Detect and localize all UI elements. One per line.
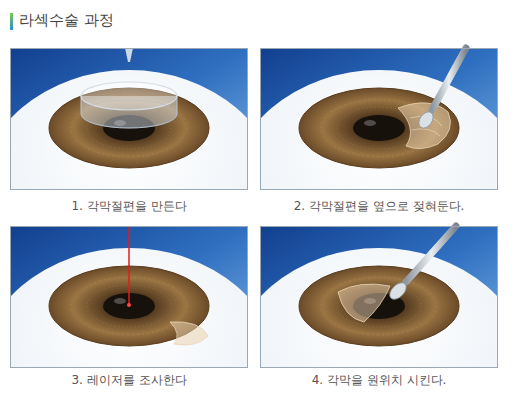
step-caption: 4. 각막을 원위치 시킨다.: [260, 372, 498, 388]
step-caption: 3. 레이저를 조사한다: [10, 372, 248, 388]
step-panel: 4. 각막을 원위치 시킨다.: [260, 226, 498, 388]
step-panel: 2. 각막절편을 옆으로 젖혀둔다.: [260, 48, 498, 214]
step-caption: 1. 각막절편을 만든다: [10, 198, 248, 214]
step-caption: 2. 각막절편을 옆으로 젖혀둔다.: [260, 198, 498, 214]
step-panel: 1. 각막절편을 만든다: [10, 48, 248, 214]
diagram-title: 라섹수술 과정: [19, 11, 114, 30]
step-panel: 3. 레이저를 조사한다: [10, 226, 248, 388]
